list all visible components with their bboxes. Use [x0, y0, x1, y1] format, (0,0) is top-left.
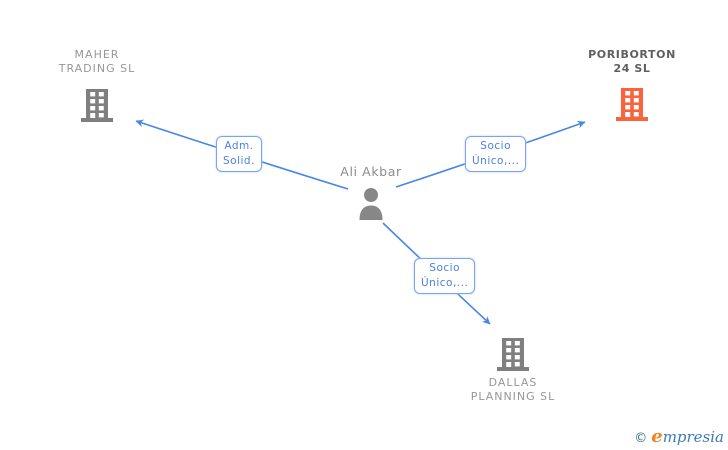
empresia-logo: © empresia [634, 426, 724, 447]
building-icon [81, 89, 113, 122]
copyright-icon: © [634, 431, 648, 446]
edge-label-socio-unico-dallas: Socio Único,... [414, 258, 476, 294]
edge-label-adm-solid: Adm. Solid. [216, 136, 262, 172]
company-name: PORIBORTON 24 SL [588, 48, 676, 75]
company-node-poriborton-24-sl[interactable]: PORIBORTON 24 SL [562, 48, 702, 121]
person-icon [359, 188, 383, 220]
company-name: DALLAS PLANNING SL [470, 376, 556, 403]
brand-wordmark: empresia [651, 426, 724, 447]
edge-label-socio-unico-poriborton: Socio Único,... [465, 136, 527, 172]
person-node-ali-akbar[interactable]: Ali Akbar [301, 164, 441, 220]
person-name: Ali Akbar [340, 164, 402, 179]
company-node-dallas-planning-sl[interactable]: DALLAS PLANNING SL [443, 337, 583, 404]
building-icon [497, 338, 529, 371]
company-node-maher-trading-sl[interactable]: MAHER TRADING SL [27, 48, 167, 122]
company-name: MAHER TRADING SL [58, 48, 136, 75]
building-icon [616, 88, 648, 121]
